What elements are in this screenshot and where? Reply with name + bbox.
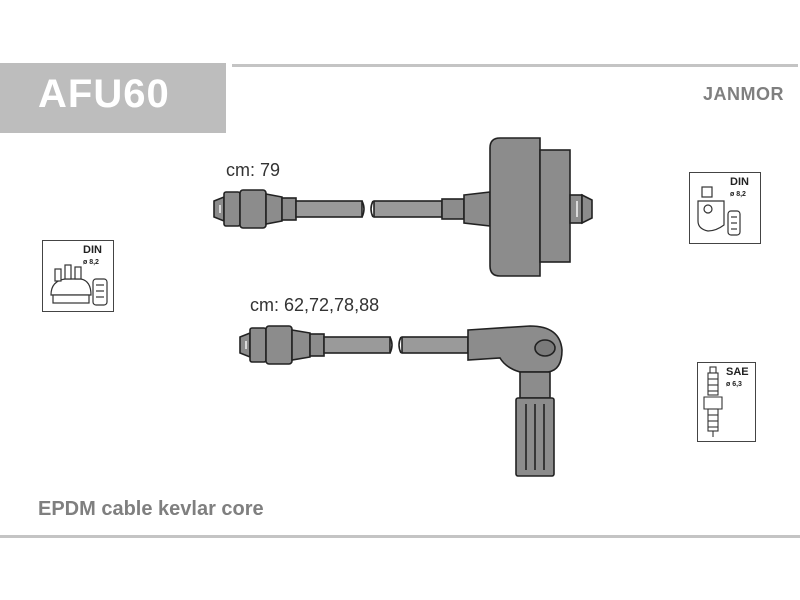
badge-left-standard: DIN: [83, 244, 102, 256]
cable-material-description: EPDM cable kevlar core: [38, 498, 264, 520]
distributor-spec-badge: DIN ø 8,2: [42, 240, 114, 312]
spark-plug-icon: [703, 366, 723, 437]
brand-name: JANMOR: [702, 84, 784, 104]
badge-right-bottom-diameter: ø 6,3: [726, 381, 742, 388]
cable-2-length: cm: 62,72,78,88: [250, 295, 380, 315]
cable-2: [239, 325, 563, 477]
product-code: AFU60: [38, 72, 170, 116]
cable-1: [213, 137, 593, 277]
spark-plug-spec-badge: SAE ø 6,3: [697, 362, 756, 442]
bottom-divider: [0, 535, 800, 538]
coil-connector-icon: [697, 186, 741, 236]
coil-spec-badge: DIN ø 8,2: [689, 172, 761, 244]
badge-right-top-standard: DIN: [730, 176, 749, 188]
cable-1-length: cm: 79: [226, 160, 281, 180]
badge-right-top-diameter: ø 8,2: [730, 191, 746, 198]
header-code-box: AFU60: [0, 63, 226, 133]
distributor-cap-icon: [50, 264, 108, 306]
top-divider: [232, 64, 798, 67]
badge-left-diameter: ø 8,2: [83, 259, 99, 266]
badge-right-bottom-standard: SAE: [726, 366, 749, 378]
